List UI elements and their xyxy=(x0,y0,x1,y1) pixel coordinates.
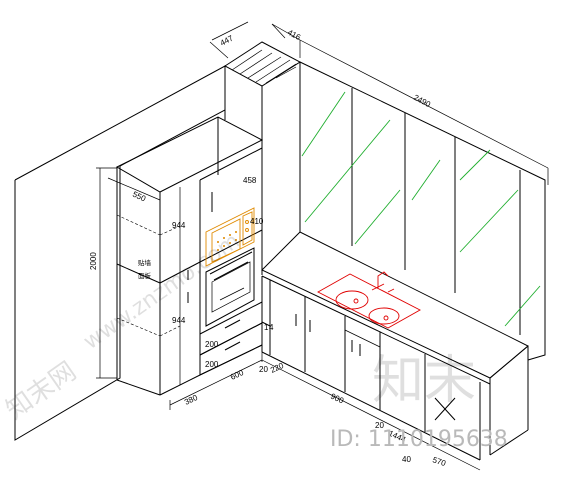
dim-40: 40 xyxy=(402,455,411,464)
dim-570: 570 xyxy=(431,455,447,468)
watermark-site: www.znzmo.com xyxy=(79,229,244,355)
dim-410: 410 xyxy=(250,217,264,226)
glass-panels xyxy=(301,88,541,335)
cabinet-note-2: 面板 xyxy=(138,271,152,280)
base-cabinets xyxy=(261,276,529,461)
dim-550: 550 xyxy=(131,190,147,204)
dimension-lines xyxy=(96,21,549,471)
dim-600: 600 xyxy=(229,368,245,382)
dim-900: 900 xyxy=(329,392,345,406)
dim-2000: 2000 xyxy=(89,252,98,270)
dim-20: 20 xyxy=(259,365,268,374)
dim-20b: 20 xyxy=(375,421,384,430)
watermark-logo: 知末 xyxy=(372,351,476,411)
cabinet-note-1: 贴墙 xyxy=(138,258,152,267)
dim-380: 380 xyxy=(183,393,199,407)
watermark-left-logo: 知末网 xyxy=(1,356,82,425)
dim-200b: 200 xyxy=(205,360,219,369)
sink xyxy=(317,271,421,329)
column xyxy=(224,41,301,275)
dim-side-4: 4 xyxy=(269,323,274,332)
dim-200a: 200 xyxy=(205,340,219,349)
back-wall xyxy=(299,61,546,361)
dim-458: 458 xyxy=(243,176,257,185)
microwave xyxy=(205,207,255,267)
oven xyxy=(205,247,255,327)
watermark-id: ID: 1110195638 xyxy=(330,427,508,452)
dim-side-1: 1 xyxy=(264,323,269,332)
countertop xyxy=(261,231,529,385)
dim-944-lower: 944 xyxy=(172,316,186,325)
dim-944-upper: 944 xyxy=(172,221,186,230)
